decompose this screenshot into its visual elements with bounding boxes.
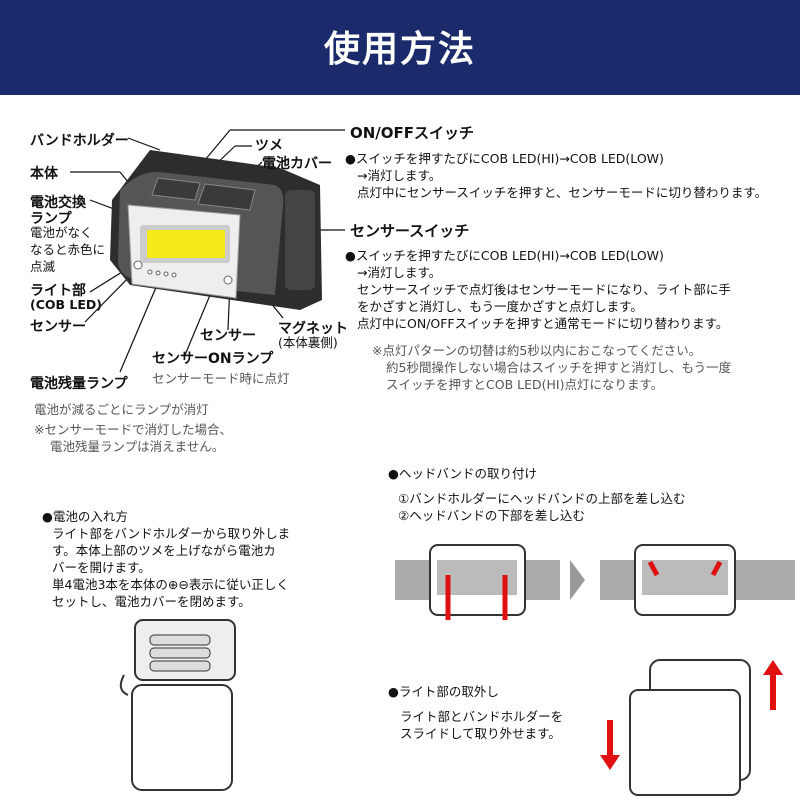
label-sensor-left: センサー — [30, 319, 86, 335]
note-line: ※点灯パターンの切替は約5秒以内におこなってください。 — [372, 343, 702, 358]
label-magnet: マグネット — [278, 321, 348, 337]
headband-illustration — [395, 544, 795, 620]
note-sensor-on: センサーモード時に点灯 — [152, 371, 290, 386]
remove-title: ●ライト部の取外し — [388, 684, 499, 699]
text-line: セットし、電池カバーを閉めます。 — [52, 594, 251, 609]
text-line: →消灯します。 — [357, 265, 442, 280]
note-line: 電池がなく — [30, 225, 93, 240]
text-line: ライト部をバンドホルダーから取り外しま — [52, 526, 291, 541]
step: ①バンドホルダーにヘッドバンドの上部を差し込む — [398, 491, 686, 506]
rotate-arrow-icon — [119, 674, 129, 696]
label-band-holder: バンドホルダー — [30, 133, 129, 149]
note-line: なると赤色に — [30, 242, 106, 257]
label-light: ライト部 — [30, 283, 86, 299]
note-line: 電池残量ランプは消えません。 — [50, 439, 225, 454]
note-line: スイッチを押すとCOB LED(HI)点灯になります。 — [386, 377, 664, 392]
text-line: す。本体上部のツメを上げながら電池カ — [52, 543, 276, 558]
headband-title: ●ヘッドバンドの取り付け — [388, 466, 538, 481]
battery-illustration — [119, 619, 236, 791]
text-line: ●スイッチを押すたびにCOB LED(HI)→COB LED(LOW) — [345, 151, 664, 166]
note-line: 約5秒間操作しない場合はスイッチを押すと消灯し、もう一度 — [386, 360, 732, 375]
text-line: ライト部とバンドホルダーを — [400, 709, 564, 724]
text-line: →消灯します。 — [357, 168, 442, 183]
label-sensor-on-lamp: センサーONランプ — [152, 351, 274, 367]
label-body: 本体 — [30, 166, 58, 182]
label-battery-change-lamp-2: ランプ — [30, 211, 72, 227]
note-line: 点滅 — [30, 259, 56, 274]
label-light-sub: (COB LED) — [30, 297, 102, 312]
remove-illustration — [600, 659, 783, 796]
step: ②ヘッドバンドの下部を差し込む — [398, 508, 585, 523]
onoff-title: ON/OFFスイッチ — [350, 124, 475, 142]
arrow-down-icon — [600, 720, 620, 770]
text-line: ●スイッチを押すたびにCOB LED(HI)→COB LED(LOW) — [345, 248, 664, 263]
battery-title: ●電池の入れ方 — [42, 509, 128, 524]
next-step-arrow-icon — [570, 560, 585, 600]
label-claw: ツメ — [255, 138, 283, 154]
label-magnet-sub: (本体裏側) — [278, 335, 338, 350]
page-title: 使用方法 — [323, 29, 476, 70]
label-battery-level-lamp: 電池残量ランプ — [30, 376, 128, 392]
header-bar: 使用方法 — [0, 0, 800, 95]
text-line: 点灯中にON/OFFスイッチを押すと通常モードに切り替わります。 — [357, 316, 729, 331]
note-line: ※センサーモードで消灯した場合、 — [34, 422, 232, 437]
cob-led-panel — [147, 230, 225, 258]
text-line: センサースイッチで点灯後はセンサーモードになり、ライト部に手 — [357, 282, 731, 297]
arrow-up-icon — [763, 660, 783, 710]
sensor-switch-title: センサースイッチ — [350, 222, 470, 240]
text-line: をかざすと消灯し、もう一度かざすと点灯します。 — [357, 299, 643, 314]
label-battery-cover: 電池カバー — [262, 156, 332, 172]
text-line: 点灯中にセンサースイッチを押すと、センサーモードに切り替わります。 — [357, 185, 768, 200]
label-sensor-right: センサー — [200, 328, 256, 344]
text-line: 単4電池3本を本体の⊕⊖表示に従い正しく — [52, 577, 289, 592]
label-battery-change-lamp: 電池交換 — [30, 195, 86, 211]
note-battery-level: 電池が減るごとにランプが消灯 — [34, 402, 209, 417]
headlamp-illustration — [70, 129, 345, 373]
text-line: バーを開けます。 — [52, 560, 151, 575]
text-line: スライドして取り外せます。 — [400, 726, 561, 741]
